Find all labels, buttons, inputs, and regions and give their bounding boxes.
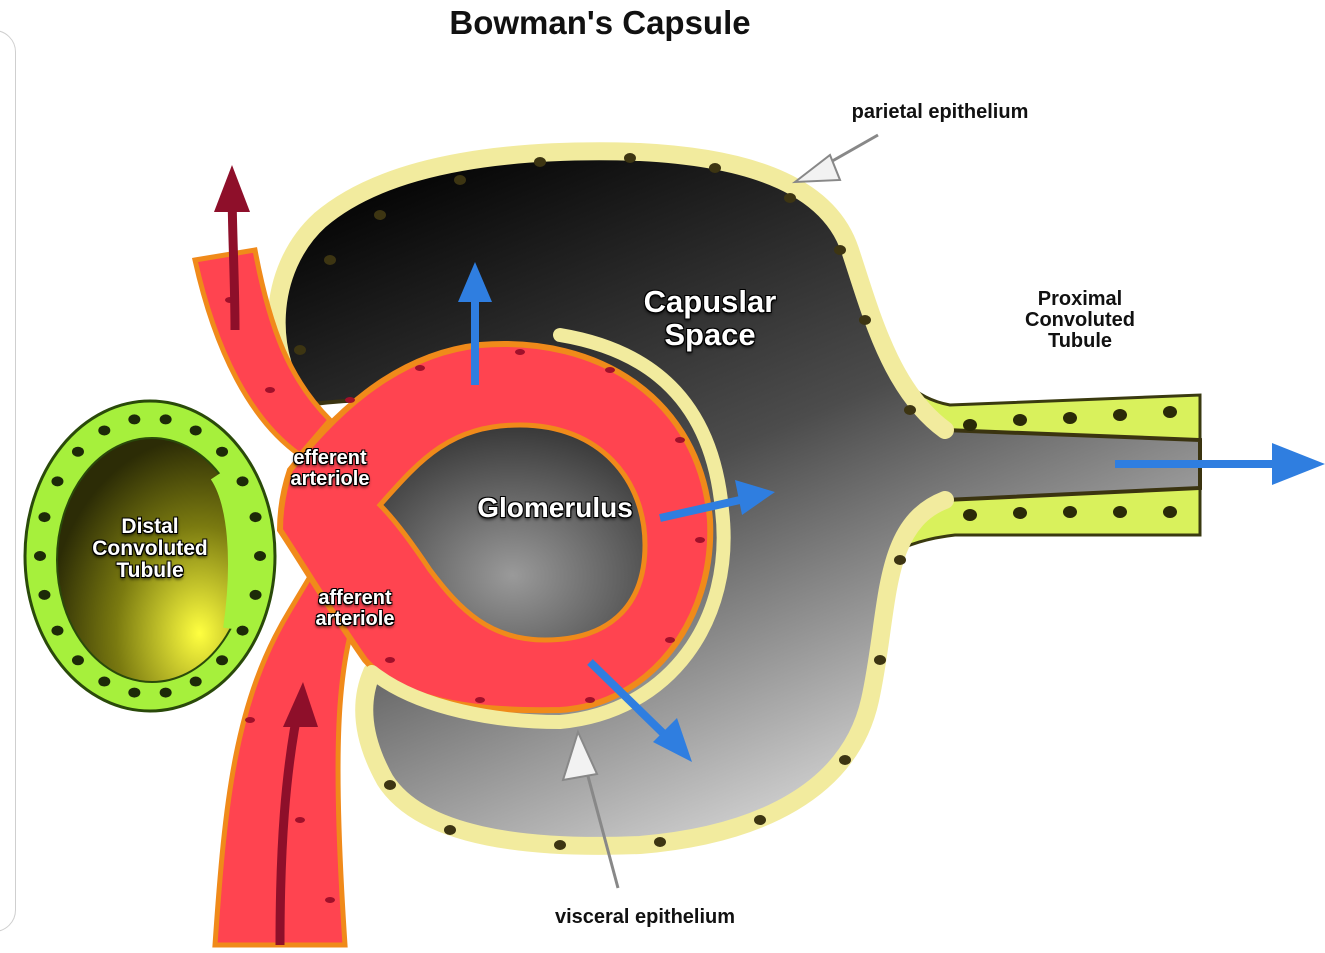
cell-nucleus [128,688,140,698]
cell-nucleus [325,897,335,903]
cell-nucleus [160,688,172,698]
cell-nucleus [1113,409,1127,421]
cell-nucleus [345,397,355,403]
cell-nucleus [695,537,705,543]
cell-nucleus [128,414,140,424]
cell-nucleus [475,697,485,703]
label-proximal-tubule: Proximal Convoluted Tubule [1000,289,1160,352]
label-distal-tubule: Distal Convoluted Tubule [80,516,220,582]
cell-nucleus [709,163,721,173]
diagram-title: Bowman's Capsule [0,6,1200,41]
cell-nucleus [1063,506,1077,518]
cell-nucleus [38,590,50,600]
cell-nucleus [384,780,396,790]
label-capsular-space: Capuslar Space [630,286,790,351]
cell-nucleus [894,555,906,565]
label-visceral-epithelium: visceral epithelium [530,907,760,928]
label-efferent-arteriole: efferent arteriole [265,448,395,490]
cell-nucleus [34,551,46,561]
cell-nucleus [654,837,666,847]
cell-nucleus [98,677,110,687]
cell-nucleus [324,255,336,265]
cell-nucleus [294,345,306,355]
cell-nucleus [190,677,202,687]
cell-nucleus [250,512,262,522]
cell-nucleus [963,419,977,431]
cell-nucleus [784,193,796,203]
cell-nucleus [237,476,249,486]
cell-nucleus [216,447,228,457]
label-parietal-epithelium: parietal epithelium [830,102,1050,123]
cell-nucleus [859,315,871,325]
cell-nucleus [72,655,84,665]
cell-nucleus [839,755,851,765]
label-afferent-arteriole: afferent arteriole [290,588,420,630]
cell-nucleus [415,365,425,371]
cell-nucleus [374,210,386,220]
cell-nucleus [265,387,275,393]
cell-nucleus [190,425,202,435]
cell-nucleus [605,367,615,373]
cell-nucleus [51,476,63,486]
cell-nucleus [160,414,172,424]
cell-nucleus [554,840,566,850]
cell-nucleus [1063,412,1077,424]
cell-nucleus [216,655,228,665]
cell-nucleus [834,245,846,255]
label-glomerulus: Glomerulus [455,493,655,522]
cell-nucleus [38,512,50,522]
cell-nucleus [963,509,977,521]
cell-nucleus [904,405,916,415]
cell-nucleus [254,551,266,561]
cell-nucleus [245,717,255,723]
cell-nucleus [754,815,766,825]
cell-nucleus [444,825,456,835]
cell-nucleus [1013,414,1027,426]
cell-nucleus [874,655,886,665]
cell-nucleus [515,349,525,355]
cell-nucleus [295,817,305,823]
cell-nucleus [51,626,63,636]
cell-nucleus [72,447,84,457]
cell-nucleus [665,637,675,643]
cell-nucleus [534,157,546,167]
cell-nucleus [1013,507,1027,519]
cell-nucleus [385,657,395,663]
cell-nucleus [1163,406,1177,418]
cell-nucleus [237,626,249,636]
cell-nucleus [624,153,636,163]
cell-nucleus [454,175,466,185]
cell-nucleus [1113,506,1127,518]
cell-nucleus [98,425,110,435]
cell-nucleus [675,437,685,443]
cell-nucleus [585,697,595,703]
cell-nucleus [1163,506,1177,518]
cell-nucleus [250,590,262,600]
